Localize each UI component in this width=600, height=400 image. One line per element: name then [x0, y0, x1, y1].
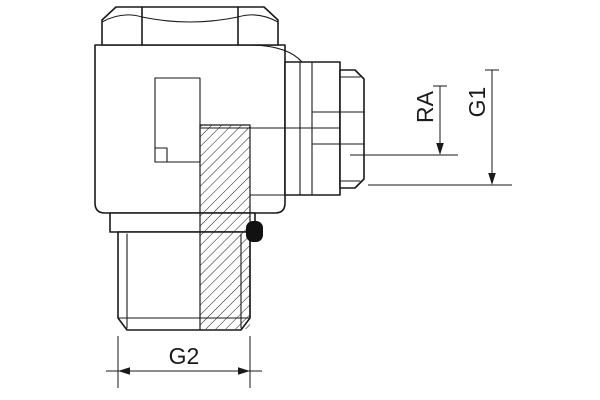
dimension-g1: G1 — [368, 69, 512, 186]
hex-head — [101, 6, 279, 46]
arrow-down-icon — [488, 173, 496, 185]
dimension-annotations: RA G1 G2 — [106, 69, 512, 388]
dimension-label-g2: G2 — [169, 343, 200, 369]
arrow-left-icon — [118, 367, 130, 375]
dimension-label-ra: RA — [412, 90, 438, 123]
arrow-right-icon — [238, 367, 250, 375]
dimension-ra: RA — [350, 85, 458, 156]
section-hatch — [199, 124, 251, 331]
dimension-g2: G2 — [106, 336, 262, 388]
arrow-down-icon — [436, 143, 444, 155]
o-ring-seal — [246, 221, 263, 242]
inner-cavity — [154, 77, 341, 196]
hex-face-arcs — [101, 14, 279, 23]
dimension-label-g1: G1 — [464, 87, 490, 118]
side-port-details — [299, 61, 365, 196]
